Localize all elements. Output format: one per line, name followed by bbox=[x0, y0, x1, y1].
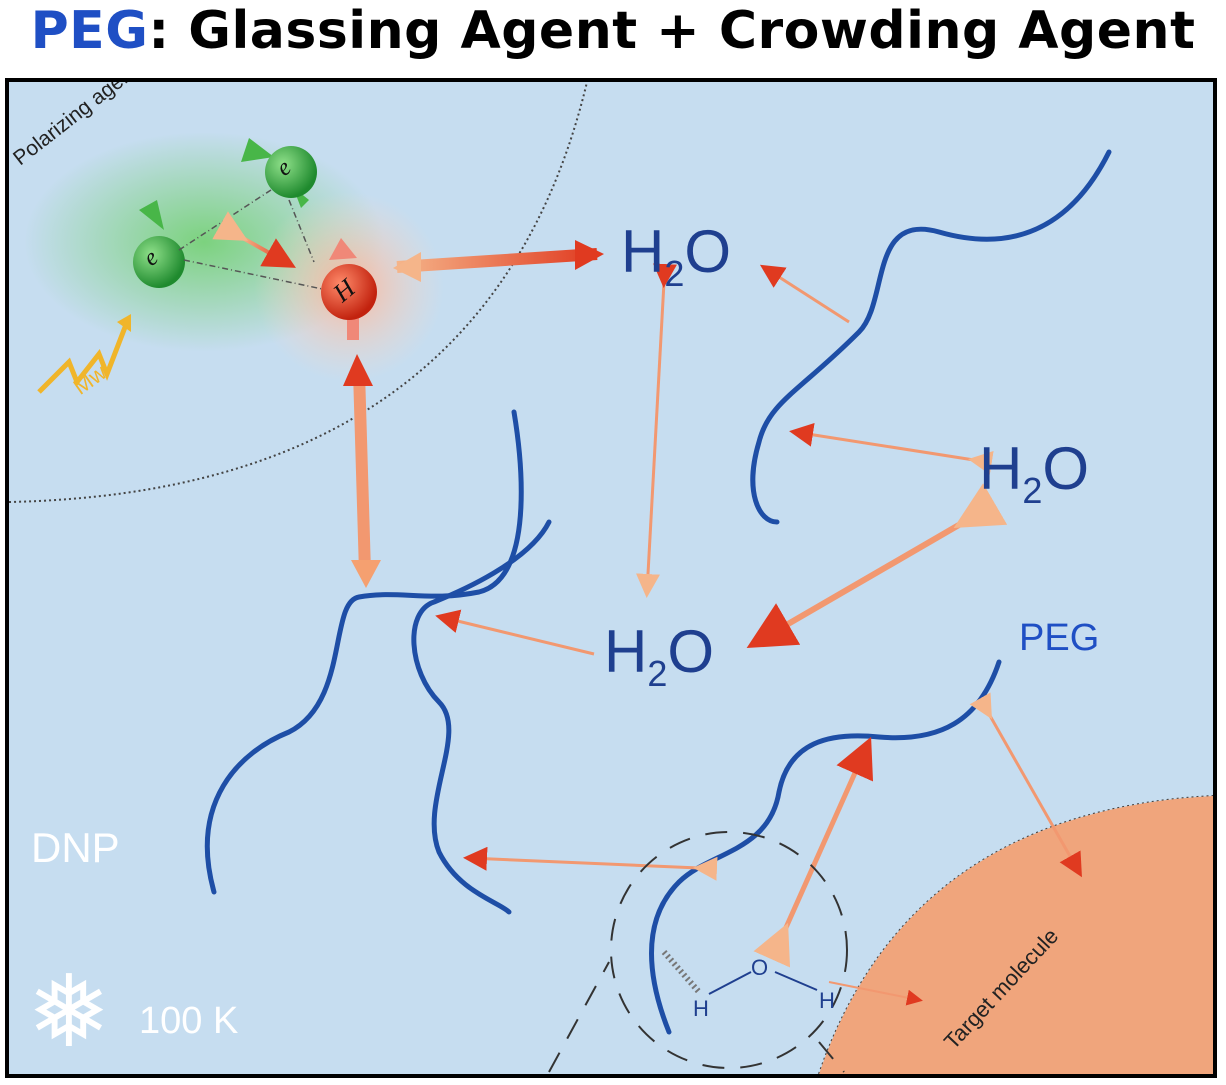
peg-chain-center-right bbox=[411, 519, 552, 915]
proton bbox=[321, 238, 377, 340]
water-label-center: H2O bbox=[604, 618, 715, 695]
figure-title: PEG: Glassing Agent + Crowding Agent bbox=[0, 0, 1226, 76]
snowflake-icon: ❅ bbox=[27, 953, 111, 1070]
temperature-label: 100 K bbox=[139, 1000, 239, 1042]
electron-2 bbox=[241, 138, 317, 208]
water-label-right: H2O bbox=[979, 435, 1090, 512]
microwave-icon bbox=[37, 314, 131, 394]
peg-chain-top-right bbox=[750, 149, 1112, 525]
dnp-label: DNP bbox=[31, 824, 120, 871]
water-detail-o: O bbox=[751, 955, 769, 980]
arrows bbox=[343, 240, 1082, 1006]
target-molecule bbox=[819, 796, 1213, 1074]
water-label-top: H2O bbox=[621, 218, 732, 295]
diagram-frame: Polarizing agent e e H Mw H2O H2O H2O PE… bbox=[5, 78, 1217, 1078]
peg-label: PEG bbox=[1019, 617, 1100, 659]
water-shell-inner bbox=[610, 831, 848, 1069]
water-detail-h-right: H bbox=[819, 988, 835, 1013]
water-shell-outer bbox=[548, 961, 845, 1073]
peg-chain-center-left bbox=[204, 409, 524, 895]
title-rest: : Glassing Agent + Crowding Agent bbox=[148, 1, 1196, 61]
electron-1 bbox=[133, 200, 185, 288]
water-detail-h-left: H bbox=[693, 996, 709, 1021]
diagram-canvas bbox=[9, 82, 1213, 1074]
title-peg: PEG bbox=[30, 1, 149, 61]
polarizing-agent-boundary bbox=[9, 82, 588, 503]
